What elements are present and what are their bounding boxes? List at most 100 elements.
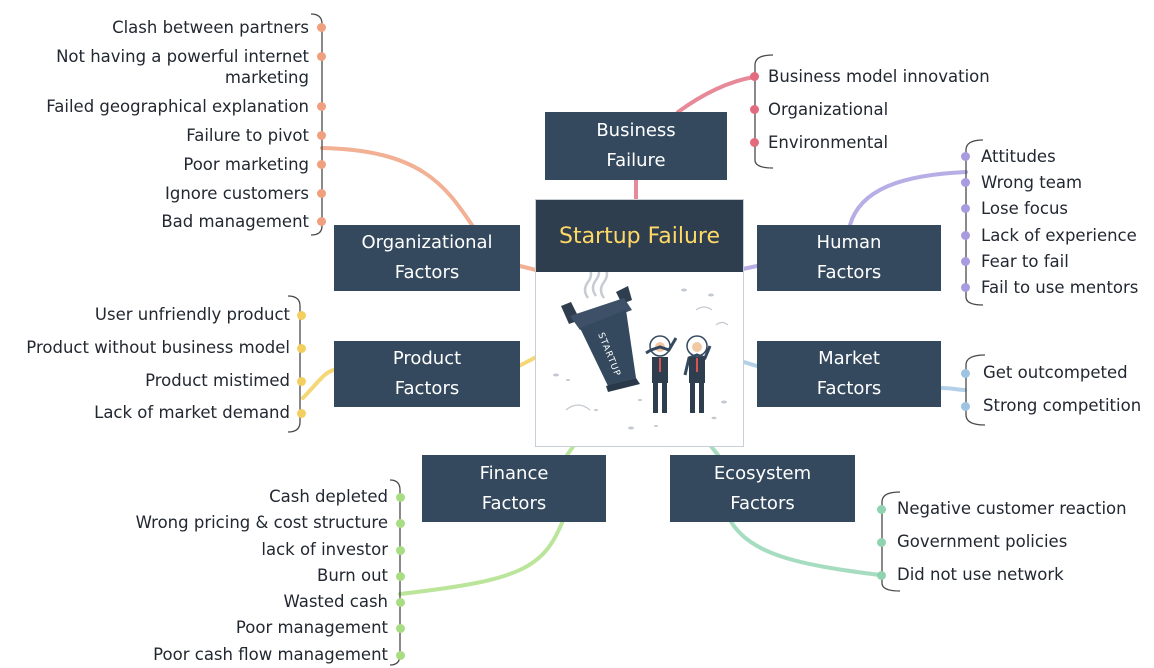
product-connector	[301, 368, 336, 400]
ecosystem-bullet	[877, 505, 886, 514]
product-leaf-mistimed: Product mistimed	[145, 371, 290, 390]
ecosystem-leaf-negative-reaction: Negative customer reaction	[897, 499, 1127, 518]
business-leaf-environmental: Environmental	[768, 133, 889, 152]
human-bullet	[961, 152, 970, 161]
human-bullet	[961, 283, 970, 292]
human-leaf-wrong-team: Wrong team	[981, 173, 1083, 192]
finance-leaf-wasted-cash: Wasted cash	[283, 592, 388, 611]
market-leaf-outcompeted: Get outcompeted	[983, 363, 1128, 382]
human-box-line1: Human	[816, 232, 882, 253]
human-bracket	[965, 139, 984, 306]
human-bullet	[961, 204, 970, 213]
human-leaf-attitudes: Attitudes	[981, 147, 1056, 166]
market-box-line1: Market	[818, 348, 880, 369]
business-bullet	[750, 72, 759, 81]
human-bullet	[961, 231, 970, 240]
org-leaf-bad-management: Bad management	[161, 212, 309, 231]
human-leaf-lack-experience: Lack of experience	[981, 226, 1137, 245]
finance-bullet	[396, 493, 405, 502]
organizational-connector	[320, 146, 474, 227]
finance-leaf-poor-management: Poor management	[235, 618, 388, 637]
finance-box-line1: Finance	[479, 462, 549, 484]
finance-leaf-pricing: Wrong pricing & cost structure	[135, 513, 388, 532]
finance-leaf-cash-depleted: Cash depleted	[269, 487, 388, 506]
ecosystem-factors-box[interactable]: Ecosystem Factors	[670, 455, 855, 522]
org-leaf-internet-marketing-line1: Not having a powerful internet	[56, 47, 309, 66]
org-bullet	[317, 52, 326, 61]
finance-bullet	[396, 546, 405, 555]
ecosystem-box-line1: Ecosystem	[713, 462, 812, 484]
market-connector	[939, 386, 967, 392]
market-bracket	[965, 354, 986, 426]
business-box-line2: Failure	[606, 150, 666, 171]
market-factors-box[interactable]: Market Factors	[757, 341, 941, 407]
business-leaf-model-innovation: Business model innovation	[768, 67, 990, 86]
businessman-right-icon	[683, 335, 712, 413]
org-leaf-clash: Clash between partners	[112, 18, 309, 37]
market-bullet	[961, 402, 970, 411]
org-leaf-internet-marketing-line2: marketing	[224, 68, 309, 87]
business-leaf-organizational: Organizational	[768, 100, 889, 119]
org-bullet	[317, 160, 326, 169]
ecosystem-leaf-network: Did not use network	[897, 565, 1064, 584]
human-factors-box[interactable]: Human Factors	[757, 225, 941, 291]
business-connector	[676, 75, 756, 114]
craters-icon	[565, 306, 729, 411]
human-bullet	[961, 178, 970, 187]
human-leaf-mentors: Fail to use mentors	[981, 278, 1139, 297]
market-box-line2: Factors	[816, 378, 882, 399]
ecosystem-bullet	[877, 571, 886, 580]
finance-connector	[398, 513, 567, 596]
product-bullet	[297, 311, 306, 320]
org-bullet	[317, 189, 326, 198]
crashed-startup-banner-icon: STARTUP	[561, 286, 640, 392]
product-leaf-no-business-model: Product without business model	[26, 338, 290, 357]
organizational-bracket	[310, 13, 323, 236]
product-leaf-market-demand: Lack of market demand	[94, 403, 290, 422]
ecosystem-connector	[728, 518, 882, 577]
business-bullet	[750, 138, 759, 147]
business-failure-box[interactable]: Business Failure	[545, 112, 727, 180]
organizational-factors-box[interactable]: Organizational Factors	[334, 225, 520, 291]
market-bullet	[961, 369, 970, 378]
human-leaf-lose-focus: Lose focus	[981, 199, 1069, 218]
business-bullet	[750, 105, 759, 114]
finance-factors-box[interactable]: Finance Factors	[422, 455, 606, 522]
ecosystem-leaf-government: Government policies	[897, 532, 1068, 551]
human-box-line2: Factors	[816, 262, 882, 283]
product-leaf-unfriendly: User unfriendly product	[94, 305, 290, 324]
finance-bullet	[396, 624, 405, 633]
finance-bullet	[396, 519, 405, 528]
organizational-box-line2: Factors	[394, 262, 460, 283]
product-box-line1: Product	[392, 348, 462, 369]
org-bullet	[317, 217, 326, 226]
startup-failure-card[interactable]: STARTUP	[535, 199, 744, 447]
finance-bullet	[396, 651, 405, 660]
startup-failure-illustration: STARTUP	[536, 263, 743, 446]
org-bullet	[317, 102, 326, 111]
rocks-icon	[553, 288, 727, 430]
product-box-line2: Factors	[394, 378, 460, 399]
human-leaf-fear-to-fail: Fear to fail	[981, 252, 1069, 271]
org-leaf-geographical: Failed geographical explanation	[46, 97, 309, 116]
finance-leaf-cash-flow: Poor cash flow management	[153, 645, 388, 664]
org-leaf-pivot: Failure to pivot	[186, 126, 309, 145]
human-connector	[848, 170, 968, 227]
ecosystem-bullet	[877, 538, 886, 547]
product-bracket	[287, 295, 301, 433]
market-leaf-strong-competition: Strong competition	[983, 396, 1142, 415]
ecosystem-box-line2: Factors	[730, 492, 795, 514]
org-leaf-poor-marketing: Poor marketing	[183, 155, 309, 174]
finance-box-line2: Factors	[481, 492, 547, 514]
businessman-left-icon	[645, 335, 678, 413]
product-bullet	[297, 409, 306, 418]
org-leaf-ignore-customers: Ignore customers	[164, 184, 309, 203]
finance-leaf-investor: lack of investor	[261, 540, 388, 559]
product-factors-box[interactable]: Product Factors	[334, 341, 520, 407]
product-bullet	[297, 344, 306, 353]
org-bullet	[317, 131, 326, 140]
human-bullet	[961, 257, 970, 266]
product-bullet	[297, 377, 306, 386]
organizational-box-line1: Organizational	[361, 232, 493, 253]
finance-leaf-burn-out: Burn out	[317, 566, 388, 585]
